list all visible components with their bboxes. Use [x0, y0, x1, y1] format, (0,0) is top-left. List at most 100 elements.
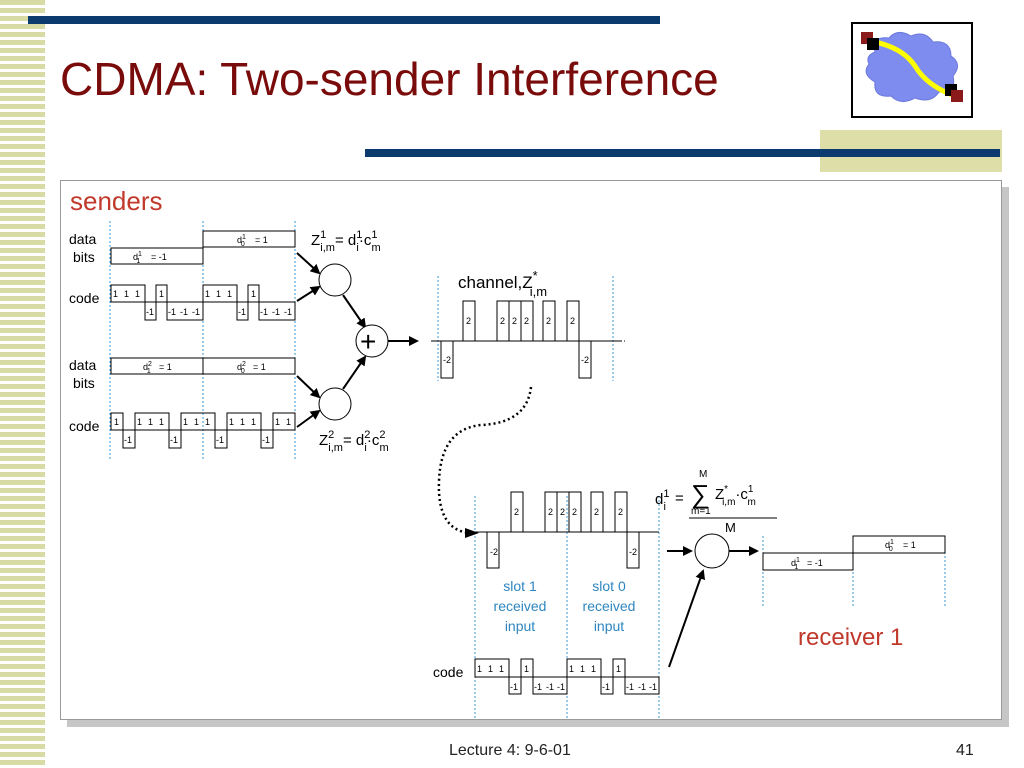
sender2-d0-value: = 1	[253, 362, 266, 372]
svg-text:1: 1	[205, 289, 210, 299]
svg-text:-1: -1	[238, 307, 246, 317]
svg-text:slot 0: slot 0	[592, 578, 626, 594]
svg-text:-1: -1	[534, 682, 542, 692]
slot0-received-label: slot 0 received input	[583, 578, 636, 634]
svg-text:-1: -1	[510, 682, 518, 692]
svg-text:2: 2	[548, 507, 553, 517]
received-waveform	[475, 491, 659, 569]
svg-text:2: 2	[570, 316, 575, 326]
svg-text:2: 2	[524, 316, 529, 326]
svg-text:-1: -1	[602, 682, 610, 692]
svg-text:1: 1	[477, 664, 482, 674]
svg-text:1: 1	[205, 417, 210, 427]
svg-text:1: 1	[159, 417, 164, 427]
svg-text:2: 2	[572, 507, 577, 517]
svg-text:M: M	[725, 520, 736, 535]
sender2-multiplier-node	[318, 387, 352, 421]
svg-text:input: input	[594, 618, 624, 634]
svg-text:1: 1	[137, 417, 142, 427]
sender2-code-chip-labels: 1 -1 1 1 1 -1 1 1 1 -1 1 1 1 -1 1 1	[114, 417, 291, 445]
svg-text:1: 1	[251, 289, 256, 299]
sender1-bit0-box	[202, 230, 296, 248]
svg-text:2: 2	[618, 507, 623, 517]
svg-text:-1: -1	[170, 435, 178, 445]
svg-text:2: 2	[500, 316, 505, 326]
svg-text:-2: -2	[443, 355, 451, 365]
sender1-code-chip-labels: 1 1 1 -1 1 -1 -1 -1 1 1 1 -1 1 -1 -1 -1	[113, 289, 292, 317]
sender1-code-label: code	[69, 290, 100, 306]
svg-text:1: 1	[580, 664, 585, 674]
svg-text:-1: -1	[557, 682, 565, 692]
sender1-bits-label: bits	[73, 249, 95, 265]
sender1-code-waveform	[110, 284, 296, 321]
svg-text:-1: -1	[216, 435, 224, 445]
svg-text:1: 1	[124, 289, 129, 299]
svg-text:d1i: d1i	[655, 488, 669, 513]
sender2-bits-label: bits	[73, 375, 95, 391]
svg-text:1: 1	[251, 417, 256, 427]
svg-text:-1: -1	[124, 435, 132, 445]
svg-text:1: 1	[569, 664, 574, 674]
svg-text:Z*i,m·c1m: Z*i,m·c1m	[715, 484, 756, 508]
receiver-multiplier-node	[694, 533, 730, 569]
slide-title: CDMA: Two-sender Interference	[60, 53, 719, 105]
svg-text:1: 1	[499, 664, 504, 674]
svg-text:=: =	[675, 490, 684, 507]
svg-text:-1: -1	[284, 307, 292, 317]
title-divider-bar	[365, 149, 1000, 157]
svg-text:1: 1	[216, 289, 221, 299]
sender2-code-waveform	[110, 412, 296, 449]
page-number: 41	[956, 742, 974, 759]
svg-text:2: 2	[512, 316, 517, 326]
receiver-code-waveform	[474, 658, 660, 695]
channel-value-labels: -2 2 2 2 2 2 2 -2	[443, 316, 589, 365]
sender1-data-label: data	[69, 231, 96, 247]
svg-text:M: M	[699, 469, 707, 480]
receiver-heading: receiver 1	[798, 624, 903, 651]
svg-text:∑: ∑	[691, 479, 710, 509]
svg-text:slot 1: slot 1	[503, 578, 537, 594]
top-divider-bar	[28, 16, 660, 24]
decorative-stripes	[0, 0, 48, 768]
svg-text:-1: -1	[192, 307, 200, 317]
network-cloud-icon	[851, 22, 973, 118]
channel-label: channel,Z*i,m	[458, 268, 547, 299]
svg-text:received: received	[583, 598, 636, 614]
svg-text:-1: -1	[168, 307, 176, 317]
svg-text:2: 2	[560, 507, 565, 517]
svg-text:-1: -1	[638, 682, 646, 692]
sender2-bit0-box	[202, 357, 296, 375]
svg-text:received: received	[494, 598, 547, 614]
svg-text:1: 1	[488, 664, 493, 674]
svg-text:-1: -1	[626, 682, 634, 692]
channel-to-receiver-connector	[437, 386, 533, 535]
svg-text:1: 1	[275, 417, 280, 427]
svg-text:-2: -2	[629, 547, 637, 557]
svg-text:1: 1	[524, 664, 529, 674]
svg-text:1: 1	[286, 417, 291, 427]
svg-text:1: 1	[114, 417, 119, 427]
sender1-d0-value: = 1	[255, 235, 268, 245]
svg-text:1: 1	[148, 417, 153, 427]
svg-text:1: 1	[113, 289, 118, 299]
svg-text:m=1: m=1	[691, 506, 711, 517]
received-value-labels: -2 2 2 2 2 2 2 -2	[490, 507, 637, 557]
svg-text:1: 1	[183, 417, 188, 427]
svg-text:2: 2	[514, 507, 519, 517]
svg-text:-2: -2	[490, 547, 498, 557]
svg-text:1: 1	[135, 289, 140, 299]
sender1-bit1-box	[110, 247, 204, 265]
svg-text:1: 1	[240, 417, 245, 427]
footer-lecture-text: Lecture 4: 9-6-01	[449, 742, 571, 759]
svg-text:1: 1	[229, 417, 234, 427]
sender2-bit1-box	[110, 357, 204, 375]
